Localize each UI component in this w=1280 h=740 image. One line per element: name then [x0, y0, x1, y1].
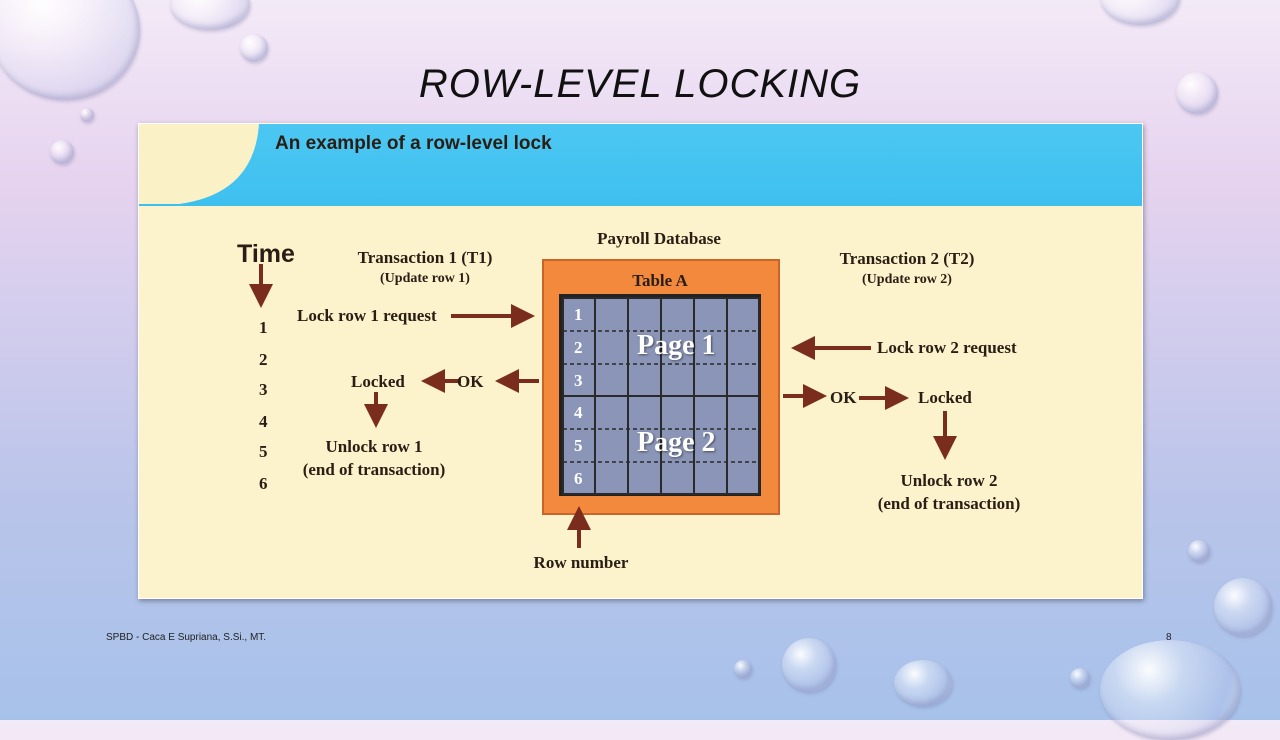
row-number-5: 5	[574, 436, 583, 455]
caption-band	[139, 124, 1142, 206]
t2-subtitle: (Update row 2)	[862, 272, 952, 287]
t2-unlock-label: Unlock row 2	[900, 471, 998, 490]
decor-bubble	[894, 660, 952, 706]
time-step: 3	[259, 380, 268, 399]
row-number-label: Row number	[533, 553, 629, 572]
t2-ok-label: OK	[830, 388, 857, 407]
slide-title: ROW-LEVEL LOCKING	[418, 62, 862, 106]
decor-bubble	[50, 140, 74, 164]
decor-bubble	[1100, 0, 1180, 25]
decor-bubble	[782, 638, 836, 692]
t1-request-label: Lock row 1 request	[297, 306, 437, 325]
page-2-label: Page 2	[637, 427, 716, 458]
decor-bubble	[80, 108, 94, 122]
table-title: Table A	[632, 271, 688, 290]
footer-author: SPBD - Caca E Supriana, S.Si., MT.	[106, 632, 267, 643]
row-level-lock-figure: An example of a row-level lock Time 1 2 …	[138, 123, 1143, 599]
decor-bubble	[1176, 72, 1218, 114]
decor-bubble	[1214, 578, 1272, 636]
t2-request-label: Lock row 2 request	[877, 338, 1017, 357]
decor-bubble	[1100, 640, 1240, 740]
time-step: 6	[259, 474, 268, 493]
decor-bubble	[734, 660, 752, 678]
row-number-3: 3	[574, 371, 583, 390]
t2-locked-label: Locked	[918, 388, 972, 407]
decor-bubble	[240, 34, 268, 62]
t2-title: Transaction 2 (T2)	[839, 249, 975, 268]
page-1-label: Page 1	[637, 330, 716, 361]
time-step: 1	[259, 318, 268, 337]
row-number-4: 4	[574, 403, 583, 422]
caption-corner-shape	[139, 124, 259, 206]
decor-bubble	[1188, 540, 1210, 562]
row-number-1: 1	[574, 305, 583, 324]
time-step: 5	[259, 442, 268, 461]
t1-subtitle: (Update row 1)	[380, 271, 470, 286]
row-number-6: 6	[574, 469, 583, 488]
t2-end-label: (end of transaction)	[877, 494, 1021, 513]
time-step: 4	[259, 412, 268, 431]
t1-unlock-label: Unlock row 1	[325, 437, 423, 456]
t1-locked-label: Locked	[351, 372, 405, 391]
decor-bubble	[170, 0, 250, 30]
row-number-2: 2	[574, 338, 583, 357]
decor-bubble	[1070, 668, 1090, 688]
time-step: 2	[259, 350, 268, 369]
diagram-graphics	[139, 124, 1142, 548]
t1-ok-label: OK	[457, 372, 484, 391]
database-title: Payroll Database	[597, 229, 721, 248]
t1-end-label: (end of transaction)	[302, 460, 446, 479]
t1-title: Transaction 1 (T1)	[357, 248, 493, 267]
figure-caption: An example of a row-level lock	[275, 133, 552, 154]
page-number: 8	[1166, 632, 1172, 643]
time-label: Time	[237, 240, 295, 268]
